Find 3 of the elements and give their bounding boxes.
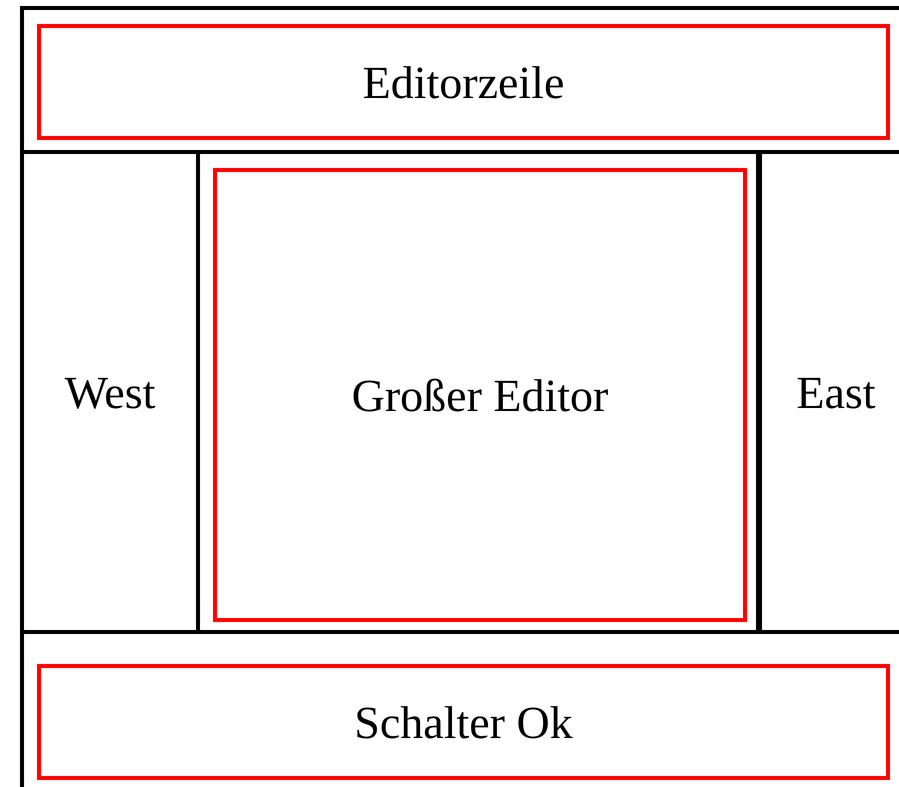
component-box: Schalter Ok bbox=[37, 664, 890, 780]
component-box: Großer Editor bbox=[213, 168, 747, 622]
component-box: Editorzeile bbox=[37, 24, 890, 140]
